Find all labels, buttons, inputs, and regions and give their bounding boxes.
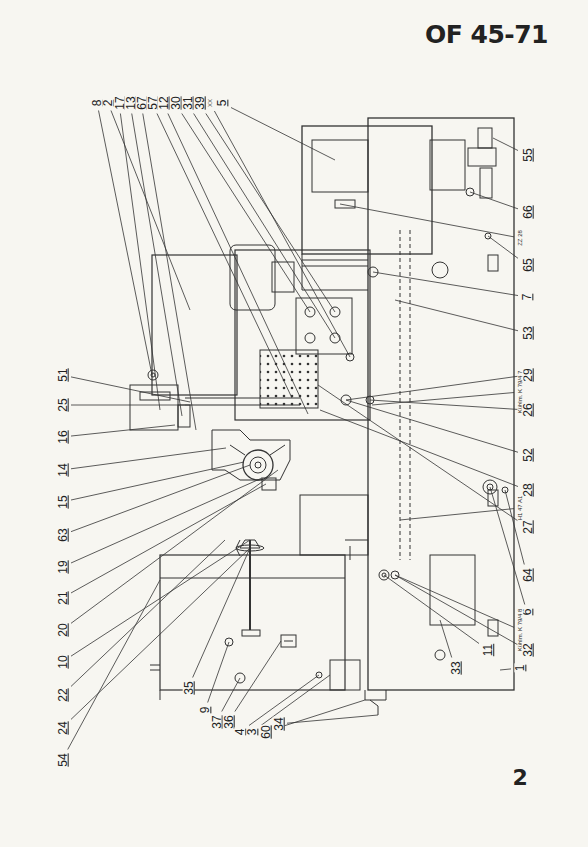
callout-number: 30 [169,95,181,110]
callout-number: 34 [272,716,284,731]
callout-number: 63 [56,527,68,542]
page-title: OF 45-71 [425,20,548,49]
callout-number: 11 [482,643,494,657]
callout-number: 12 [157,95,169,110]
callout-number: 21 [56,590,68,605]
leader-line [274,700,365,729]
callout-number: 33 [449,660,461,675]
leader-line [208,642,229,703]
leader-line [222,678,240,712]
leader-line [71,478,262,563]
note-text: H1 47 A1 [517,495,523,522]
leader-line [346,376,518,400]
page-number: 2 [512,767,529,789]
callout-number: 52 [521,447,533,462]
leader-line [71,470,278,623]
leader-line [320,410,518,487]
callout-number: 2 [102,99,114,108]
callout-number: 66 [521,204,533,219]
callout-number: 67 [135,95,147,110]
leader-line [71,465,250,532]
leader-line [500,669,511,670]
callout-number: 64 [521,567,533,582]
callout-number: 9 [199,706,211,715]
leader-line [168,114,308,415]
callout-number: 36 [222,714,234,729]
leader-line [318,385,518,521]
callout-number: 3 [246,728,258,737]
callout-number: 16 [56,429,68,444]
leader-line [440,620,452,658]
leader-line [395,300,518,331]
callout-number: 55 [521,147,533,162]
leader-line [193,548,250,678]
note-text: ZZ 28 [517,229,523,247]
callout-number: 53 [521,325,533,340]
leader-line [71,540,225,686]
callout-number: 54 [56,752,68,767]
leader-line [71,425,175,436]
leader-line [71,377,190,402]
callout-number: 26 [521,402,533,417]
leader-line [214,111,350,357]
callout-number: 4 [234,728,246,737]
leader-line [71,462,244,500]
note-text: XX [207,98,213,108]
leader-line [395,575,518,645]
leader-line [132,114,182,417]
callout-number: 8 [91,99,103,108]
callout-number: 25 [56,397,68,412]
callout-number: 5 [216,99,228,108]
callout-number: 57 [146,95,158,110]
leader-line [143,114,196,431]
callout-number: 65 [521,257,533,272]
callout-number: 19 [56,559,68,574]
leader-line [490,487,525,605]
leader-line [373,272,518,296]
leader-line [71,540,250,656]
leader-line [231,108,335,160]
leader-line [194,114,335,339]
leader-line [261,675,330,725]
callout-number: 35 [182,680,194,695]
callout-number: 20 [56,622,68,637]
callout-number: 17 [113,95,125,110]
callout-number: 31 [181,95,193,110]
leader-line [68,580,160,750]
leader-line [111,111,190,311]
callout-number: 15 [56,494,68,509]
leader-line [71,405,185,406]
callout-number: 24 [56,720,68,735]
callout-number: 39 [193,95,205,110]
callout-number: 32 [521,642,533,657]
leader-line [120,114,160,411]
leader-line [372,393,514,405]
leader-line [395,575,514,627]
leader-line [493,138,518,151]
leader-line [182,114,310,313]
callout-number: 51 [56,367,68,382]
leader-line [370,400,518,409]
leader-line [488,236,518,258]
leader-line [340,204,514,237]
callout-number: 1 [514,664,526,673]
leader-line [71,448,226,469]
callout-number: 37 [210,714,222,729]
leader-line [157,114,292,399]
callout-number: 13 [124,95,136,110]
leader-line [287,715,378,723]
leader-line [235,641,281,712]
callout-number: 7 [521,293,533,302]
callout-number: 27 [521,519,533,534]
callout-number: 22 [56,687,68,702]
leader-line [470,192,518,209]
callout-number: 14 [56,462,68,477]
callout-number: 60 [259,724,271,739]
leader-line [384,575,479,644]
callout-number: 10 [56,654,68,669]
leader-line [346,400,518,452]
